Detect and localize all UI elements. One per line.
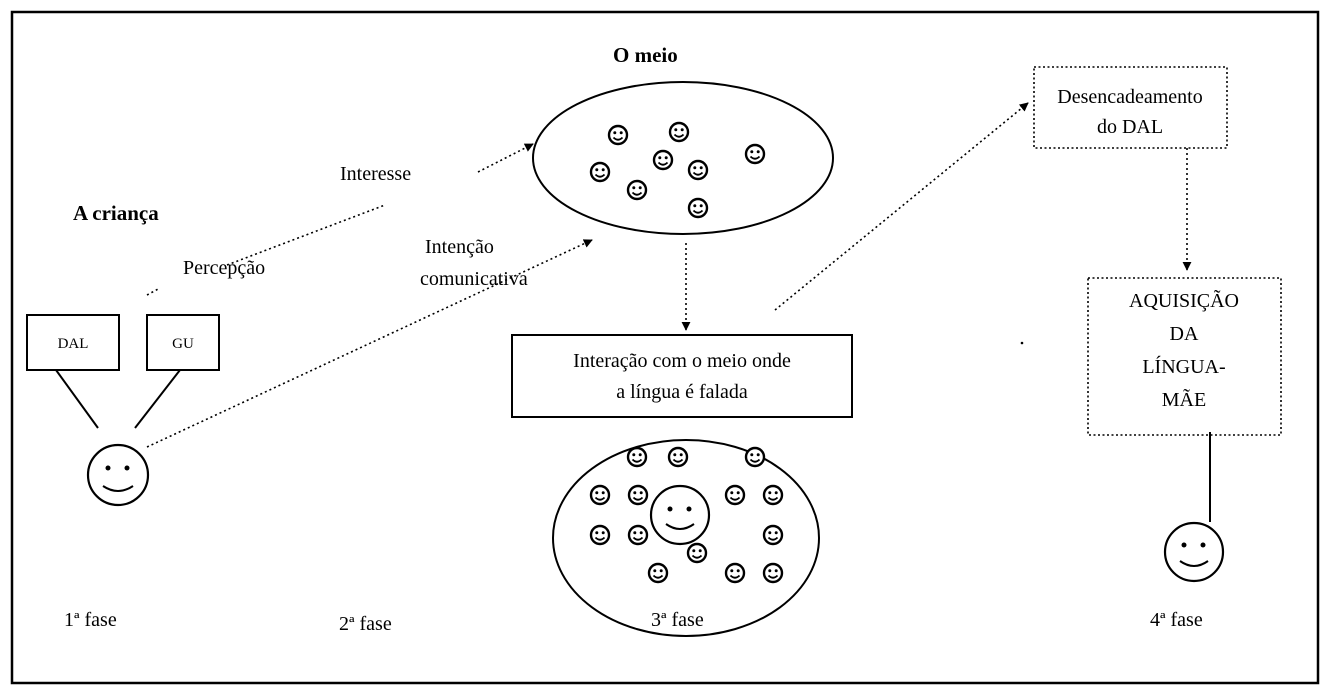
dal-connector [55, 369, 99, 429]
interaction-line2: a língua é falada [616, 381, 748, 403]
interaction-line1: Interação com o meio onde [573, 350, 791, 372]
person-icon [686, 542, 708, 564]
child-face-icon [86, 443, 150, 507]
person-icon [667, 446, 689, 468]
person-icon [589, 161, 611, 183]
person-icon [762, 524, 784, 546]
person-icon [626, 446, 648, 468]
person-icon [626, 179, 648, 201]
acquisition-line1: AQUISIÇÃO [1129, 288, 1239, 312]
gu-connector [134, 369, 181, 429]
stray-dot [1020, 341, 1024, 345]
person-icon [762, 484, 784, 506]
trigger-line1: Desencadeamento [1057, 86, 1202, 108]
person-icon [668, 121, 690, 143]
person-icon [687, 159, 709, 181]
child-title: A criança [73, 201, 159, 225]
person-icon [607, 124, 629, 146]
acquisition-box [1087, 277, 1282, 436]
gu-box [146, 314, 220, 371]
intention-label-line1: Intenção [425, 236, 494, 258]
acquisition-line4: MÃE [1162, 387, 1206, 411]
person-icon [652, 149, 674, 171]
diagram-frame [10, 10, 1320, 685]
interest-arrow [477, 143, 534, 173]
perception-interest-arrow [226, 204, 386, 266]
environment-title: O meio [613, 43, 678, 67]
person-icon [724, 562, 746, 584]
adult-face-icon [1163, 521, 1225, 583]
person-icon [744, 446, 766, 468]
dal-box [26, 314, 120, 371]
dal-trigger-box [1033, 66, 1228, 149]
interaction-box [511, 334, 853, 418]
phase-label-2: 2ª fase [339, 613, 392, 635]
phase-label-3: 3ª fase [651, 609, 704, 631]
person-icon [589, 484, 611, 506]
person-icon [647, 562, 669, 584]
phase-label-4: 4ª fase [1150, 609, 1203, 631]
environment-ellipse [532, 81, 834, 235]
acquisition-line2: DA [1170, 323, 1199, 345]
dal-box-label: DAL [58, 336, 89, 352]
person-icon [762, 562, 784, 584]
interest-label: Interesse [340, 163, 411, 185]
communicative-intention-arrow [146, 239, 593, 448]
perception-label: Percepção [183, 257, 265, 279]
perception-dash [146, 287, 161, 296]
person-icon [744, 143, 766, 165]
acquisition-line3: LÍNGUA- [1142, 355, 1225, 378]
person-icon [627, 484, 649, 506]
phase-label-1: 1ª fase [64, 609, 117, 631]
person-icon [627, 524, 649, 546]
gu-box-label: GU [172, 336, 194, 352]
person-icon [687, 197, 709, 219]
trigger-line2: do DAL [1097, 116, 1163, 138]
person-icon [589, 524, 611, 546]
intention-label-line2: comunicativa [420, 268, 528, 290]
center-child-face-icon [649, 484, 711, 546]
person-icon [724, 484, 746, 506]
